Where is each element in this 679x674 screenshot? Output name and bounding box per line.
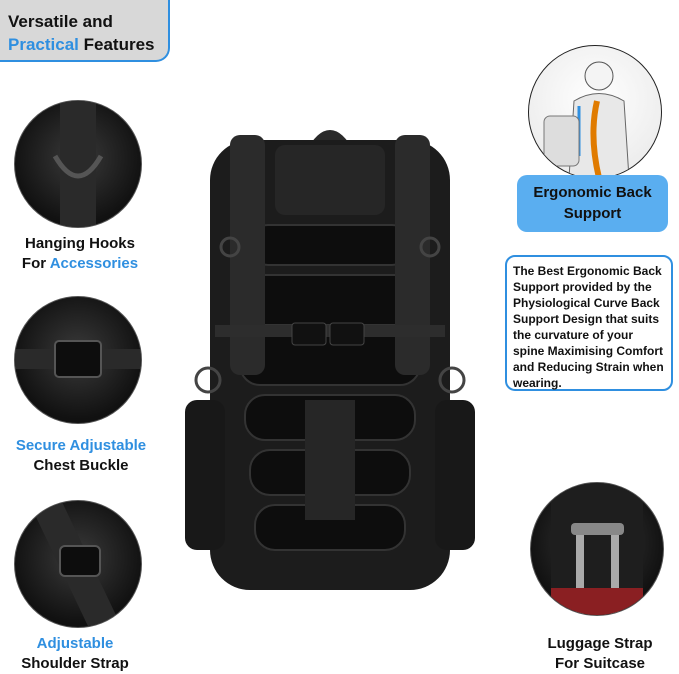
chest-buckle-image <box>14 296 142 424</box>
luggage-strap-image <box>530 482 664 616</box>
feature-line: Luggage Strap <box>547 635 653 652</box>
feature-line: For <box>21 255 50 272</box>
feature-line: Chest Buckle <box>33 457 129 474</box>
feature-highlight: Adjustable <box>36 635 114 652</box>
feature-highlight: Accessories <box>49 255 139 272</box>
feature-label-luggage-strap: Luggage Strap For Suitcase <box>520 634 679 674</box>
backpack-image <box>185 130 475 590</box>
ergonomic-back-support-badge: Ergonomic Back Support <box>517 175 668 232</box>
feature-label-chest-buckle: Secure Adjustable Chest Buckle <box>0 436 162 476</box>
title-box: Versatile and Practical Features <box>0 0 170 62</box>
shoulder-strap-image <box>14 500 142 628</box>
title-highlight: Practical <box>8 35 79 54</box>
feature-line: For Suitcase <box>554 655 646 672</box>
title-line1: Versatile and <box>8 12 113 31</box>
ergonomic-description: The Best Ergonomic Back Support provided… <box>505 255 673 391</box>
hanging-hooks-image <box>14 100 142 228</box>
feature-label-shoulder-strap: Adjustable Shoulder Strap <box>0 634 150 674</box>
ergonomic-spine-image <box>528 45 662 179</box>
feature-line: Shoulder Strap <box>21 655 129 672</box>
title-rest: Features <box>83 35 155 54</box>
feature-line: Hanging Hooks <box>24 235 135 252</box>
feature-highlight: Secure Adjustable <box>15 437 147 454</box>
feature-label-hanging-hooks: Hanging Hooks For Accessories <box>0 234 160 274</box>
